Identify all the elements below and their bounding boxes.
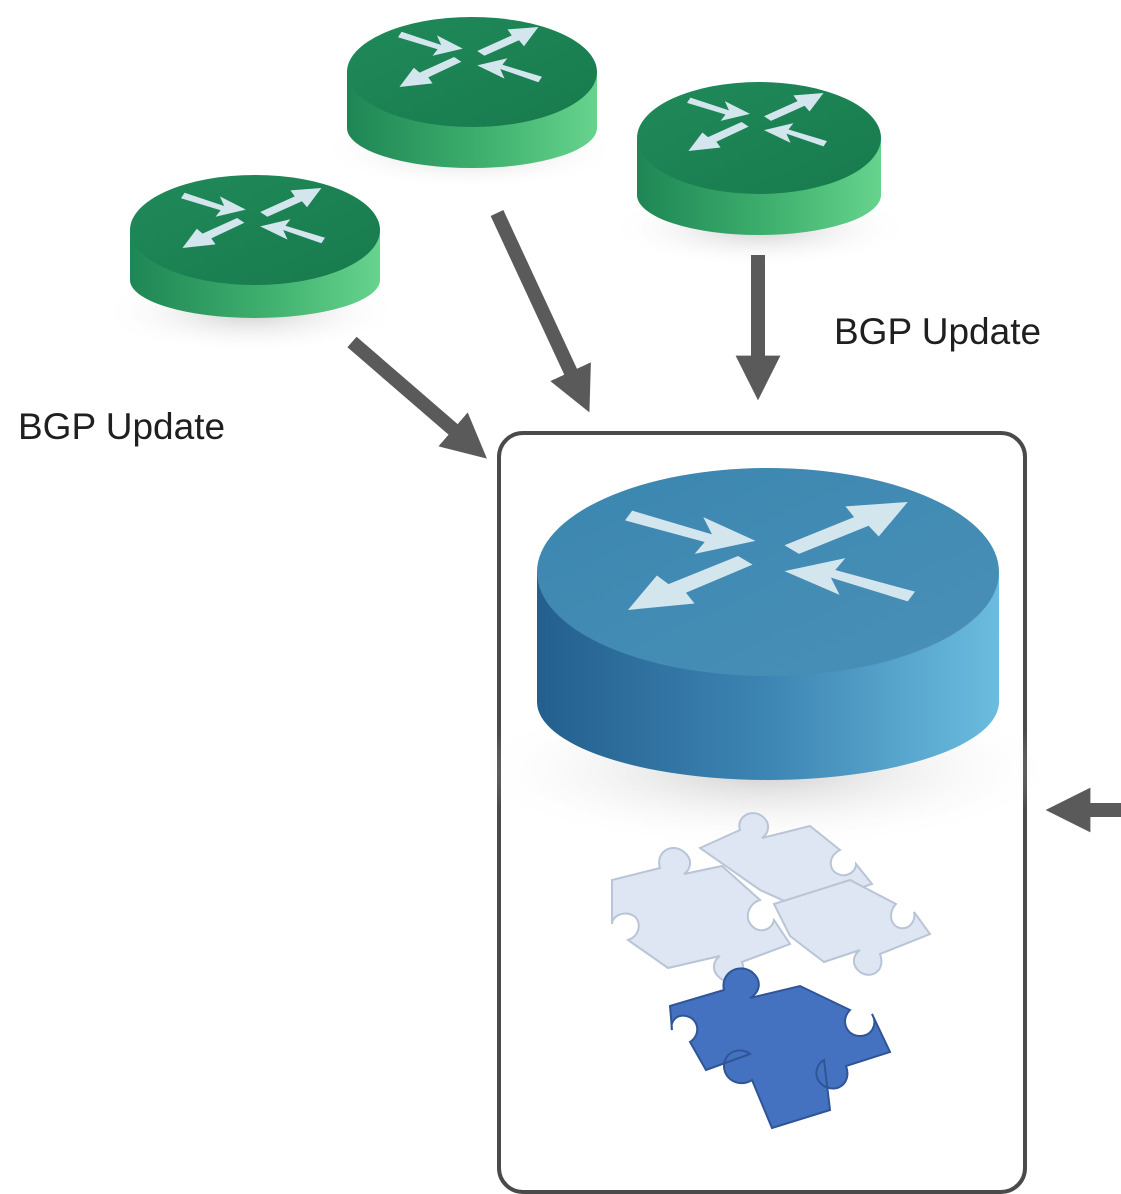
puzzle-icon	[611, 812, 932, 1130]
peer-router-right	[610, 82, 910, 268]
arrow-from-left-router	[347, 336, 487, 459]
central-node-box	[497, 431, 1027, 1194]
puzzle-piece-blue	[668, 967, 892, 1130]
puzzle-piece-light-left	[611, 847, 792, 983]
peer-router-left	[100, 175, 400, 354]
puzzle-piece-light-right	[772, 878, 932, 976]
bgp-update-label-left: BGP Update	[18, 406, 226, 447]
puzzle-piece-light-top	[697, 812, 874, 910]
router-top	[537, 468, 999, 676]
arrow-from-middle-router	[490, 210, 591, 413]
peer-router-middle	[320, 17, 620, 190]
router-top	[637, 82, 881, 194]
update-arrows	[347, 210, 1121, 833]
puzzle-piece-light-group	[611, 812, 932, 983]
bgp-update-label-right: BGP Update	[834, 311, 1042, 352]
router-top	[347, 17, 597, 127]
router-top	[130, 175, 380, 285]
central-router	[465, 468, 1065, 850]
